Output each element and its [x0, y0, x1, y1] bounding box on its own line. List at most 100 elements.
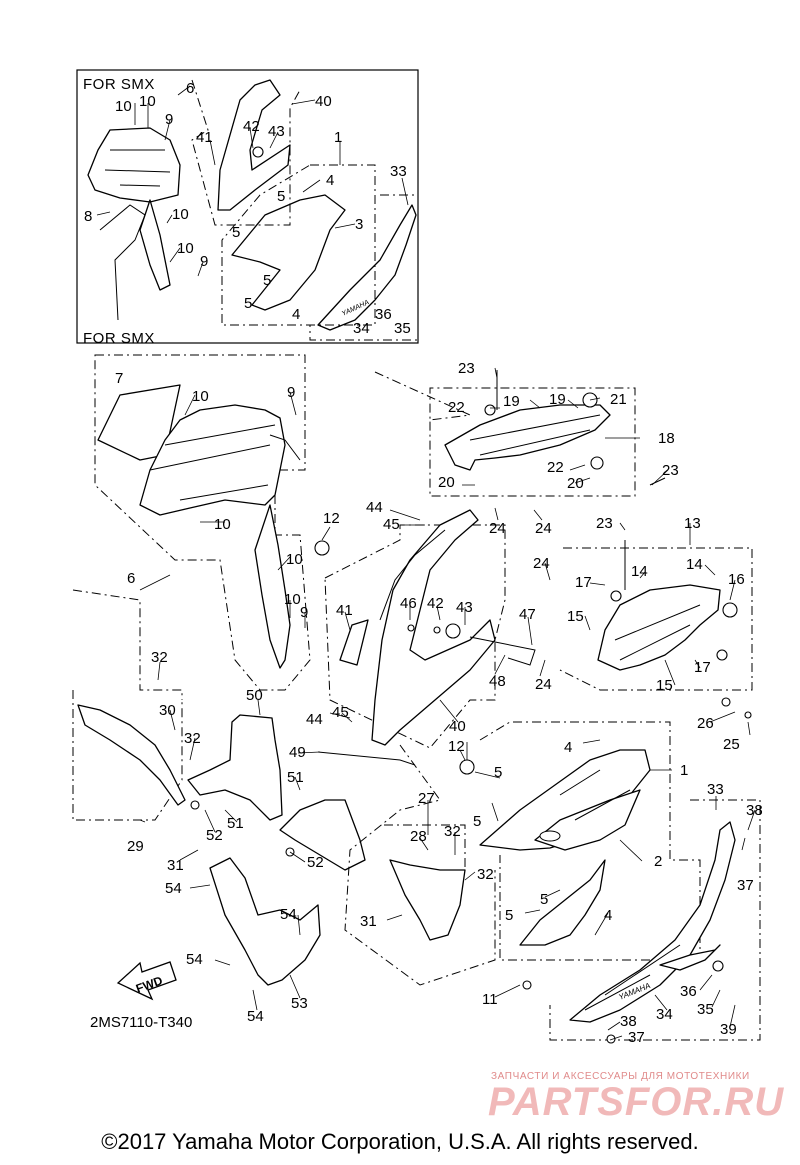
- callout-19: 19: [549, 391, 566, 408]
- lower-left-assembly: [72, 589, 416, 986]
- callout-6: 6: [127, 570, 135, 587]
- callout-34: 34: [353, 320, 370, 337]
- watermark-logo: PARTSFOR.RU: [488, 1080, 785, 1124]
- callout-9: 9: [287, 384, 295, 401]
- callout-38: 38: [746, 802, 763, 819]
- callout-5: 5: [277, 188, 285, 205]
- right-side-cowl: [479, 721, 701, 961]
- callout-5: 5: [494, 764, 502, 781]
- callout-39: 39: [720, 1021, 737, 1038]
- watermark-subtitle: ЗАПЧАСТИ И АКСЕССУАРЫ ДЛЯ МОТОТЕХНИКИ: [491, 1071, 750, 1082]
- fasteners: [190, 146, 752, 1044]
- callout-26: 26: [697, 715, 714, 732]
- callout-40: 40: [315, 93, 332, 110]
- callout-24: 24: [489, 520, 506, 537]
- left-cowl-assembly: [94, 354, 311, 691]
- callout-23: 23: [458, 360, 475, 377]
- callout-4: 4: [292, 306, 300, 323]
- lower-center-assembly: [344, 744, 496, 986]
- callout-44: 44: [366, 499, 383, 516]
- callout-52: 52: [307, 854, 324, 871]
- callout-34: 34: [656, 1006, 673, 1023]
- callout-50: 50: [246, 687, 263, 704]
- callout-44: 44: [306, 711, 323, 728]
- bracket-18: [374, 371, 636, 497]
- callout-9: 9: [300, 604, 308, 621]
- callout-5: 5: [232, 224, 240, 241]
- callout-24: 24: [535, 520, 552, 537]
- diagram-code: 2MS7110-T340: [90, 1014, 192, 1031]
- callout-20: 20: [567, 475, 584, 492]
- callout-51: 51: [287, 769, 304, 786]
- callout-4: 4: [326, 172, 334, 189]
- callout-14: 14: [686, 556, 703, 573]
- callout-13: 13: [684, 515, 701, 532]
- callout-32: 32: [444, 823, 461, 840]
- callout-30: 30: [159, 702, 176, 719]
- callout-35: 35: [697, 1001, 714, 1018]
- callout-52: 52: [206, 827, 223, 844]
- callout-4: 4: [564, 739, 572, 756]
- callout-10: 10: [177, 240, 194, 257]
- leader-lines: [96, 85, 756, 1041]
- callout-5: 5: [244, 295, 252, 312]
- callout-27: 27: [418, 790, 435, 807]
- callout-48: 48: [489, 673, 506, 690]
- callout-31: 31: [167, 857, 184, 874]
- callout-29: 29: [127, 838, 144, 855]
- callout-labels: FOR SMX 6 10 10 9 8 10 10 9 40 41 42 43 …: [83, 76, 763, 1046]
- callout-31: 31: [360, 913, 377, 930]
- callout-49: 49: [289, 744, 306, 761]
- callout-6: 6: [186, 80, 194, 97]
- callout-1: 1: [334, 129, 342, 146]
- callout-7: 7: [115, 370, 123, 387]
- callout-23: 23: [662, 462, 679, 479]
- callout-43: 43: [456, 599, 473, 616]
- callout-5: 5: [473, 813, 481, 830]
- callout-42: 42: [243, 118, 260, 135]
- callout-42: 42: [427, 595, 444, 612]
- callout-10: 10: [172, 206, 189, 223]
- callout-9: 9: [165, 111, 173, 128]
- callout-3: 3: [355, 216, 363, 233]
- callout-22: 22: [448, 399, 465, 416]
- callout-54: 54: [247, 1008, 264, 1025]
- callout-16: 16: [728, 571, 745, 588]
- callout-10: 10: [192, 388, 209, 405]
- callout-24: 24: [535, 676, 552, 693]
- callout-53: 53: [291, 995, 308, 1012]
- callout-5: 5: [263, 272, 271, 289]
- callout-32: 32: [477, 866, 494, 883]
- callout-10: 10: [214, 516, 231, 533]
- callout-5: 5: [540, 891, 548, 908]
- callout-54: 54: [280, 906, 297, 923]
- callout-8: 8: [84, 208, 92, 225]
- callout-4: 4: [604, 907, 612, 924]
- fwd-arrow: FWD: [116, 961, 177, 1001]
- callout-45: 45: [383, 516, 400, 533]
- callout-25: 25: [723, 736, 740, 753]
- callout-45: 45: [332, 704, 349, 721]
- callout-12: 12: [448, 738, 465, 755]
- callout-33: 33: [390, 163, 407, 180]
- callout-2: 2: [654, 853, 662, 870]
- callout-10: 10: [115, 98, 132, 115]
- under-cowl-right: YAMAHA: [549, 799, 761, 1041]
- callout-20: 20: [438, 474, 455, 491]
- smx-inset: FOR SMX YAMAHA: [76, 69, 419, 347]
- callout-37: 37: [737, 877, 754, 894]
- callout-32: 32: [184, 730, 201, 747]
- callout-21: 21: [610, 391, 627, 408]
- callout-46: 46: [400, 595, 417, 612]
- callout-36: 36: [375, 306, 392, 323]
- smx-label-top: FOR SMX: [83, 76, 155, 93]
- callout-14: 14: [631, 563, 648, 580]
- callout-33: 33: [707, 781, 724, 798]
- callout-9: 9: [200, 253, 208, 270]
- callout-17: 17: [694, 659, 711, 676]
- callout-32: 32: [151, 649, 168, 666]
- callout-36: 36: [680, 983, 697, 1000]
- callout-1: 1: [680, 762, 688, 779]
- bracket-13: [559, 547, 753, 691]
